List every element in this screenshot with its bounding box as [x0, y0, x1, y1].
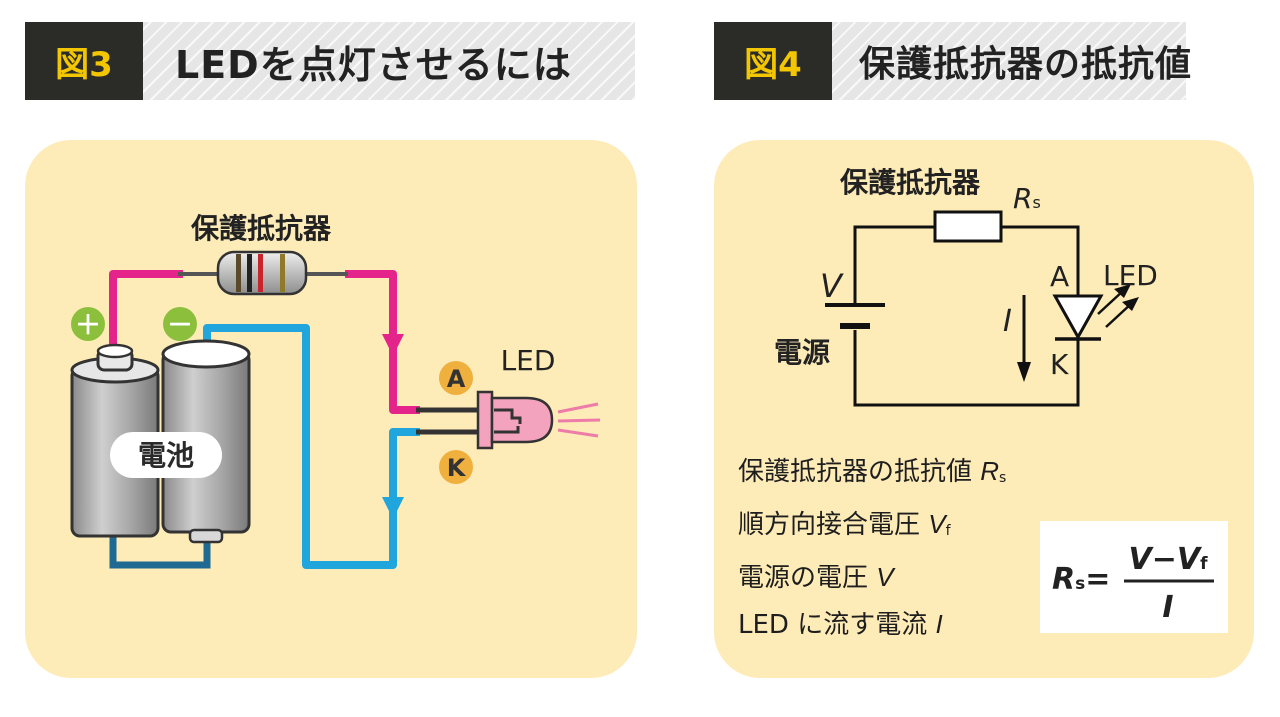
anode-label: A	[447, 365, 466, 393]
legend-row-resistance: 保護抵抗器の抵抗値 Rs	[738, 456, 1007, 487]
battery-left-terminal-cap	[96, 343, 134, 359]
diode-symbol	[1052, 294, 1104, 341]
resistor-symbol	[933, 210, 1003, 243]
minus-badge	[163, 307, 197, 341]
figure4-header: 図4 保護抵抗器の抵抗値	[714, 22, 1191, 100]
figure3-header: 図3 LEDを点灯させるには	[25, 22, 635, 100]
cathode-badge	[439, 450, 473, 484]
battery-right-top	[161, 339, 251, 369]
plus-badge	[71, 307, 105, 341]
negative-wire	[203, 324, 420, 569]
battery-label-pill	[110, 432, 222, 478]
formula-box: Rs= V−Vf I	[1040, 521, 1228, 633]
formula-numerator: V−Vf	[1129, 542, 1209, 577]
figure4-led-label: LED	[1103, 259, 1158, 292]
figure3-badge: 図3	[25, 22, 143, 100]
minus-label: －	[167, 311, 193, 341]
figure3-led-label: LED	[501, 344, 556, 377]
cathode-symbol: K	[1050, 348, 1069, 381]
figure3-resistor-label: 保護抵抗器	[191, 212, 332, 245]
anode-badge	[439, 361, 473, 395]
resistor-band-1	[236, 254, 241, 292]
figure4-badge: 図4	[714, 22, 832, 100]
formula: Rs= V−Vf I	[1052, 542, 1214, 625]
current-arrowhead	[1017, 362, 1031, 382]
battery-link-wire	[109, 530, 211, 569]
led-light-ray	[557, 428, 599, 438]
resistor-band-2	[247, 254, 252, 292]
legend-row-current: LED に流す電流 I	[738, 609, 943, 640]
resistor-band-4	[280, 254, 285, 292]
source-label: 電源	[774, 336, 830, 369]
formula-lhs: Rs=	[1052, 562, 1110, 597]
battery-right-bottom-terminal	[188, 528, 224, 544]
legend-row-forward-voltage: 順方向接合電圧 Vf	[738, 509, 951, 540]
variable-legend: 保護抵抗器の抵抗値 Rs 順方向接合電圧 Vf 電源の電圧 V LED に流す電…	[738, 448, 1038, 648]
led-light-ray	[557, 402, 599, 414]
current-symbol: I	[1003, 304, 1012, 339]
negative-wire-arrow	[382, 497, 404, 519]
legend-row-source-voltage: 電源の電圧 V	[738, 562, 894, 593]
resistor-band-3	[258, 254, 263, 292]
battery-label: 電池	[138, 439, 194, 472]
anode-symbol: A	[1050, 260, 1069, 293]
positive-wire-arrow	[382, 334, 404, 356]
cathode-label: K	[447, 454, 467, 482]
figure3-title: LEDを点灯させるには	[175, 42, 572, 87]
voltage-symbol: V	[820, 267, 844, 305]
plus-label: ＋	[75, 311, 101, 341]
emission-arrowhead	[1122, 297, 1139, 311]
figure4-resistor-label: 保護抵抗器	[840, 166, 981, 199]
emission-arrowhead	[1114, 284, 1131, 298]
formula-denominator: I	[1162, 590, 1173, 625]
figure4-title: 保護抵抗器の抵抗値	[859, 44, 1193, 85]
rs-symbol: Rs	[1013, 182, 1041, 215]
schematic-wire	[853, 225, 1080, 407]
led-light-ray	[557, 418, 601, 423]
led-internal-frame	[494, 408, 522, 434]
